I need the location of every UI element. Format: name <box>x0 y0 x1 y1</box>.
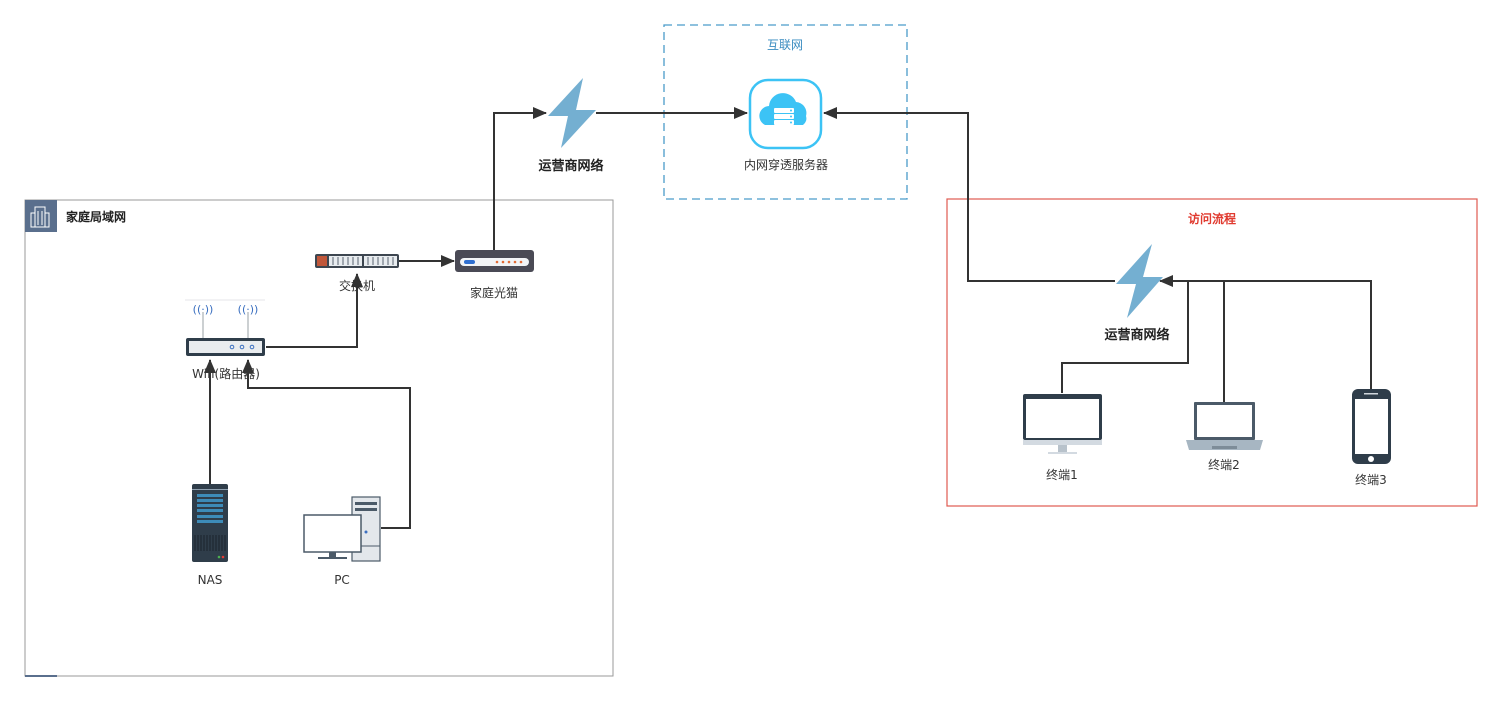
desktop-pc-icon <box>303 496 381 562</box>
node-switch[interactable]: 交换机 <box>315 254 399 293</box>
switch-label: 交换机 <box>339 278 375 293</box>
terminal3-label: 终端3 <box>1355 472 1387 487</box>
isp-right-label: 运营商网络 <box>1104 327 1169 343</box>
node-terminal1[interactable]: 终端1 <box>1023 394 1102 482</box>
edge-modem-isp[interactable] <box>493 107 547 250</box>
group-access-flow[interactable]: 访问流程 <box>946 198 1478 507</box>
laptop-icon <box>1186 402 1263 450</box>
internet-title: 互联网 <box>767 38 803 52</box>
wifi-router-label: Wifi(路由器) <box>192 366 260 381</box>
edges <box>204 107 1372 529</box>
node-isp-right[interactable]: 运营商网络 <box>1104 244 1170 343</box>
node-terminal2[interactable]: 终端2 <box>1186 402 1263 472</box>
node-pc[interactable]: PC <box>303 496 381 587</box>
edge-terminal2-isp[interactable] <box>1170 280 1225 403</box>
edge-pc-wifi[interactable] <box>242 359 411 529</box>
group-home-lan[interactable]: 家庭局域网 <box>24 199 614 677</box>
lightning-icon <box>548 78 596 148</box>
node-optical-modem[interactable]: 家庭光猫 <box>455 250 534 300</box>
node-wifi-router[interactable]: ((·)) ((·)) Wifi(路由器) <box>185 299 265 381</box>
svg-text:((·)): ((·)) <box>238 303 259 316</box>
node-nas[interactable]: NAS <box>192 484 228 587</box>
access-flow-border <box>946 198 1478 507</box>
nas-label: NAS <box>198 573 223 587</box>
wifi-router-icon: ((·)) ((·)) <box>185 299 265 356</box>
optical-modem-label: 家庭光猫 <box>470 285 518 300</box>
lightning-icon <box>1116 244 1163 318</box>
building-icon <box>30 206 50 228</box>
terminal2-label: 终端2 <box>1208 457 1240 472</box>
tunnel-server-label: 内网穿透服务器 <box>744 157 828 172</box>
node-terminal3[interactable]: 终端3 <box>1352 389 1391 487</box>
svg-text:((·)): ((·)) <box>193 303 214 316</box>
smartphone-icon <box>1352 389 1391 464</box>
terminal1-label: 终端1 <box>1046 467 1078 482</box>
edge-terminal3-isp[interactable] <box>1224 280 1372 389</box>
server-rack-icon <box>192 484 228 562</box>
modem-icon <box>455 250 534 272</box>
home-lan-border <box>24 199 614 677</box>
home-lan-title: 家庭局域网 <box>66 209 126 224</box>
access-flow-title: 访问流程 <box>1188 211 1236 226</box>
node-tunnel-server[interactable]: 内网穿透服务器 <box>744 78 828 172</box>
isp-top-label: 运营商网络 <box>538 158 603 174</box>
node-isp-top[interactable]: 运营商网络 <box>538 78 604 174</box>
monitor-icon <box>1023 394 1102 454</box>
edge-isp-right-server[interactable] <box>823 107 1115 282</box>
cloud-server-icon <box>748 78 823 150</box>
network-switch-icon <box>315 254 399 268</box>
pc-label: PC <box>334 573 350 587</box>
edge-wifi-switch[interactable] <box>266 273 363 348</box>
